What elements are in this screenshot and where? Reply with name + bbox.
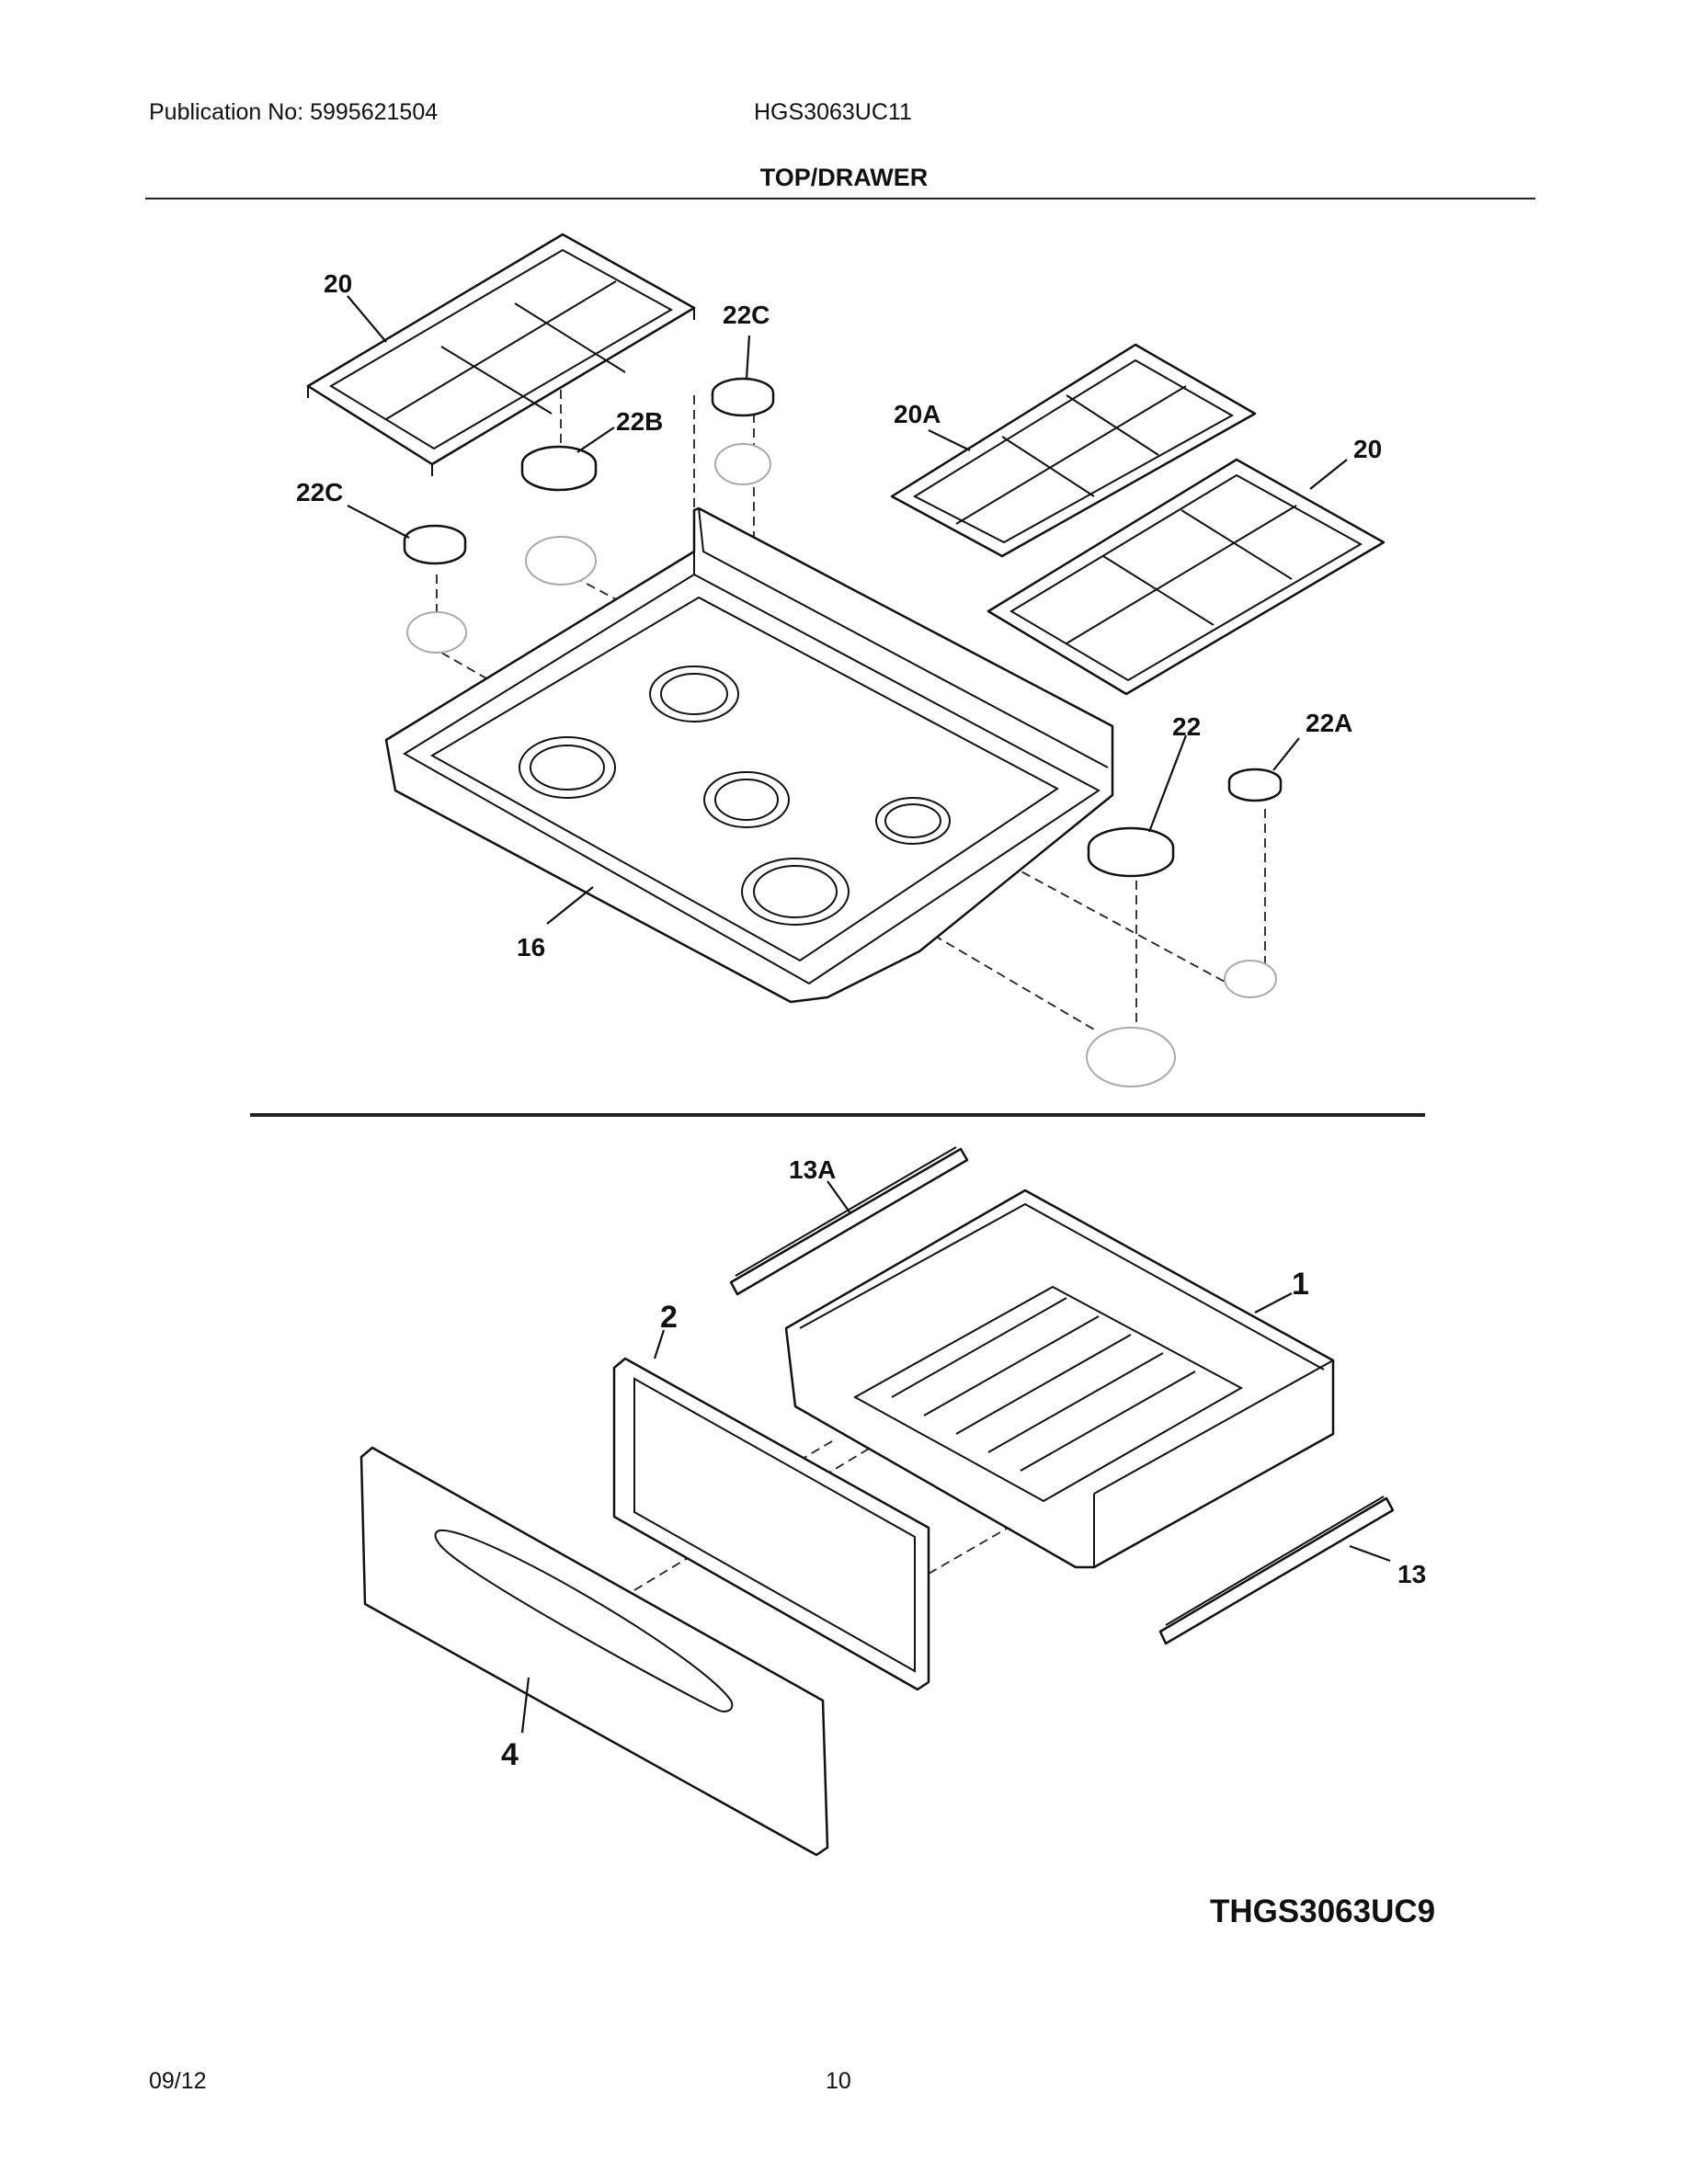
cooktop-16 — [384, 506, 1114, 1004]
grate-right-front-20 — [987, 458, 1386, 696]
callout-22c-left: 22C — [296, 478, 343, 506]
section-title: TOP/DRAWER — [759, 164, 929, 191]
callout-16: 16 — [517, 933, 545, 961]
grate-right-rear-20A — [890, 343, 1257, 558]
callout-4: 4 — [501, 1737, 519, 1772]
leader-lines-top — [347, 295, 1348, 925]
drawer-slide-13A — [729, 1146, 969, 1296]
callout-13a: 13A — [789, 1155, 836, 1184]
callout-22c-top: 22C — [723, 301, 770, 329]
footer-date: 09/12 — [149, 2068, 207, 2094]
page-number: 10 — [826, 2068, 851, 2094]
model-number: HGS3063UC11 — [754, 99, 912, 125]
publication-number: Publication No: 5995621504 — [149, 99, 439, 125]
leader-lines-drawer — [520, 1180, 1391, 1734]
drawer-slide-13 — [1158, 1496, 1395, 1645]
callout-1: 1 — [1292, 1267, 1309, 1302]
callout-2: 2 — [660, 1300, 678, 1335]
section-divider — [250, 1113, 1425, 1117]
grate-left-20 — [306, 233, 696, 476]
callout-22a: 22A — [1306, 709, 1352, 737]
diagram-id: THGS3063UC9 — [1210, 1894, 1436, 1929]
burner-bases — [406, 443, 1277, 1087]
callout-20-left: 20 — [324, 269, 352, 298]
header-rule — [145, 198, 1535, 199]
callout-20-right: 20 — [1353, 435, 1382, 463]
burner-caps — [403, 377, 1283, 878]
callout-22b: 22B — [616, 407, 663, 436]
callout-20a: 20A — [894, 400, 941, 428]
drawer-body-1 — [784, 1189, 1335, 1569]
drawer-panel-2 — [612, 1357, 930, 1691]
callout-13: 13 — [1397, 1560, 1426, 1588]
callout-22: 22 — [1172, 712, 1201, 741]
drawer-front-4 — [359, 1446, 829, 1857]
